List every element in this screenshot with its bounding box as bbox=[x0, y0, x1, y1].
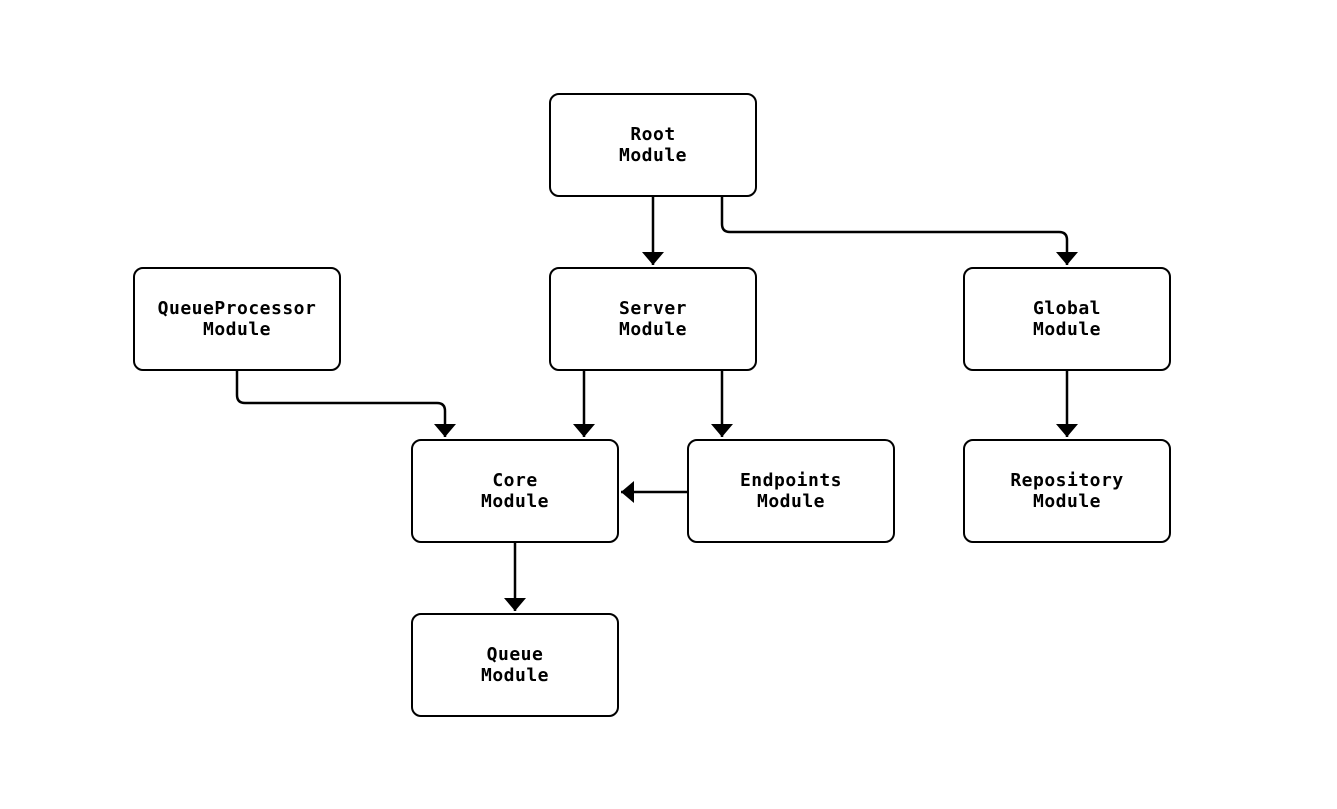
edge-queueprocessor-to-core bbox=[235, 371, 456, 437]
node-label-line1: Server bbox=[618, 298, 688, 319]
node-queue-module: Queue Module bbox=[411, 613, 619, 717]
node-global-module: Global Module bbox=[963, 267, 1171, 371]
node-label-line1: Endpoints bbox=[739, 470, 843, 491]
node-label-line2: Module bbox=[202, 319, 272, 340]
node-repository-module: Repository Module bbox=[963, 439, 1171, 543]
node-label-line2: Module bbox=[756, 491, 826, 512]
node-label-line1: Core bbox=[492, 470, 538, 491]
node-label-line2: Module bbox=[618, 319, 688, 340]
node-endpoints-module: Endpoints Module bbox=[687, 439, 895, 543]
node-server-module: Server Module bbox=[549, 267, 757, 371]
node-label-line1: Repository bbox=[1010, 470, 1124, 491]
node-label-line1: Root bbox=[630, 124, 676, 145]
node-core-module: Core Module bbox=[411, 439, 619, 543]
node-root-module: Root Module bbox=[549, 93, 757, 197]
node-queueprocessor-module: QueueProcessor Module bbox=[133, 267, 341, 371]
node-label-line2: Module bbox=[618, 145, 688, 166]
node-label-line1: Global bbox=[1032, 298, 1102, 319]
edge-root-to-global bbox=[720, 197, 1078, 265]
node-label-line1: Queue bbox=[486, 644, 544, 665]
node-label-line2: Module bbox=[1032, 319, 1102, 340]
node-label-line1: QueueProcessor bbox=[157, 298, 317, 319]
node-label-line2: Module bbox=[1032, 491, 1102, 512]
node-label-line2: Module bbox=[480, 491, 550, 512]
node-label-line2: Module bbox=[480, 665, 550, 686]
